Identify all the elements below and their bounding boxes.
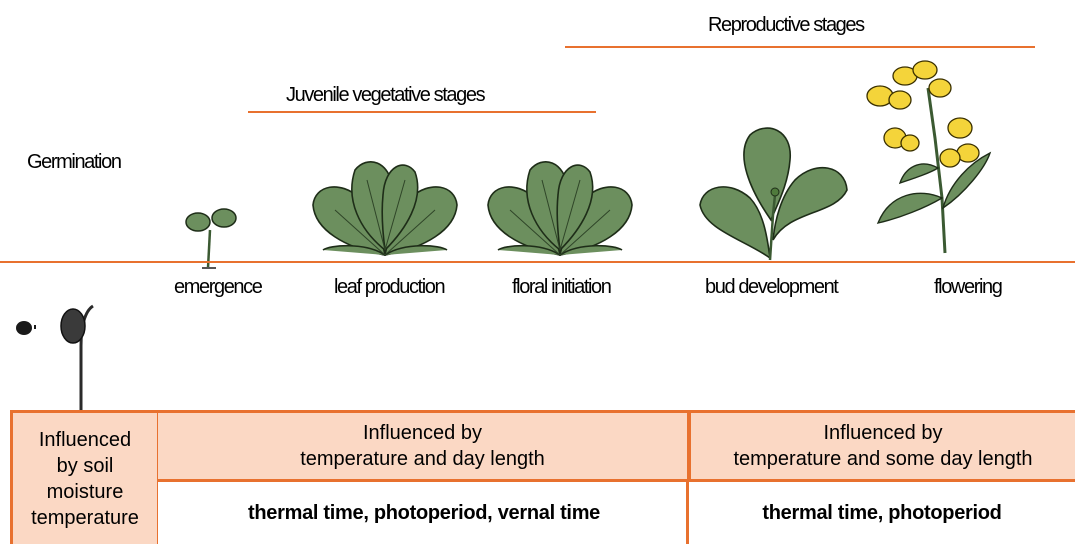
soil-temperature-text-line: temperature bbox=[31, 505, 139, 531]
reproductive-influence-cell: Influenced by temperature and some day l… bbox=[688, 410, 1075, 482]
reproductive-influence-text-line: temperature and some day length bbox=[733, 446, 1032, 472]
stage-label-emergence: emergence bbox=[174, 276, 261, 299]
vegetative-influence-text-line: temperature and day length bbox=[300, 446, 545, 472]
germination-label: Germination bbox=[27, 151, 121, 174]
seed-icon bbox=[14, 318, 38, 338]
stage-divider-line bbox=[0, 261, 1075, 263]
vegetative-drivers-cell: thermal time, photoperiod, vernal time bbox=[158, 482, 690, 544]
juvenile-stages-line bbox=[248, 111, 596, 113]
vegetative-influence-cell: Influenced by temperature and day length bbox=[158, 410, 690, 482]
reproductive-stages-header: Reproductive stages bbox=[708, 14, 864, 37]
vegetative-influence-text-line: Influenced by bbox=[363, 420, 482, 446]
reproductive-drivers-cell: thermal time, photoperiod bbox=[689, 482, 1075, 544]
flowering-plant-icon bbox=[850, 58, 990, 258]
juvenile-stages-header: Juvenile vegetative stages bbox=[286, 84, 484, 107]
soil-temperature-cell: Influenced by soil moisture temperature bbox=[10, 410, 160, 544]
stage-label-floral-initiation: floral initiation bbox=[512, 276, 611, 299]
stage-label-flowering: flowering bbox=[934, 276, 1001, 299]
soil-temperature-text-line: moisture bbox=[47, 479, 124, 505]
reproductive-stages-line bbox=[565, 46, 1035, 48]
soil-temperature-text-line: Influenced bbox=[39, 427, 131, 453]
stage-label-leaf-production: leaf production bbox=[334, 276, 444, 299]
germinating-seed-icon bbox=[55, 296, 105, 411]
stage-label-bud-development: bud development bbox=[705, 276, 837, 299]
bud-plant-icon bbox=[695, 120, 855, 262]
rosette-plant-icon bbox=[305, 150, 465, 262]
reproductive-drivers-text: thermal time, photoperiod bbox=[762, 502, 1001, 525]
rosette-plant-icon bbox=[480, 150, 640, 262]
seedling-icon bbox=[180, 200, 240, 275]
soil-temperature-text-line: by soil bbox=[57, 453, 114, 479]
vegetative-drivers-text: thermal time, photoperiod, vernal time bbox=[248, 502, 600, 525]
reproductive-influence-text-line: Influenced by bbox=[824, 420, 943, 446]
